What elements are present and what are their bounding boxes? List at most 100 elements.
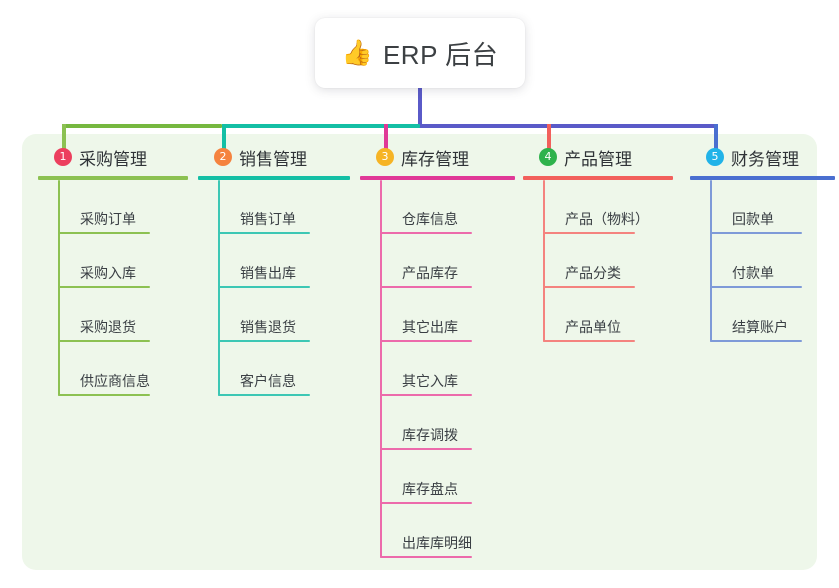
list-item-underline: [218, 286, 310, 288]
branch-item-list: 回款单付款单结算账户: [710, 180, 835, 342]
list-item-underline: [380, 340, 472, 342]
list-item-label: 出库库明细: [402, 535, 472, 551]
list-item[interactable]: 产品库存: [380, 234, 515, 288]
list-item-label: 采购退货: [80, 319, 136, 335]
thumbs-up-icon: 👍: [341, 38, 373, 67]
branch-drop-1: [62, 124, 66, 160]
branch-underline: [360, 176, 515, 180]
list-item-label: 其它出库: [402, 319, 458, 335]
list-item-label: 销售退货: [240, 319, 296, 335]
list-item[interactable]: 客户信息: [218, 342, 350, 396]
branch-number-badge: 3: [376, 148, 394, 166]
branch-title: 库存管理: [401, 149, 469, 169]
list-item-label: 销售订单: [240, 211, 296, 227]
branch-drop-3: [384, 124, 388, 160]
branch-header-5[interactable]: 5 财务管理: [690, 144, 835, 170]
list-item[interactable]: 销售出库: [218, 234, 350, 288]
root-node-card[interactable]: 👍 ERP 后台: [315, 18, 525, 88]
list-item-label: 客户信息: [240, 373, 296, 389]
list-item-underline: [218, 340, 310, 342]
page-title: ERP 后台: [382, 39, 499, 70]
list-item[interactable]: 库存调拨: [380, 396, 515, 450]
branch-item-list: 销售订单销售出库销售退货客户信息: [218, 180, 350, 396]
list-item[interactable]: 销售订单: [218, 180, 350, 234]
list-item[interactable]: 采购订单: [58, 180, 188, 234]
list-item-underline: [710, 286, 802, 288]
list-item[interactable]: 产品（物料）: [543, 180, 673, 234]
branch-column-3: 3 库存管理仓库信息产品库存其它出库其它入库库存调拨库存盘点出库库明细: [360, 144, 515, 558]
branch-column-4: 4 产品管理产品（物料） 产品分类产品单位: [523, 144, 673, 342]
bus-segment-mid: [222, 124, 420, 128]
branch-spine: [218, 180, 220, 396]
branch-underline: [690, 176, 835, 180]
list-item-label: 库存盘点: [402, 481, 458, 497]
list-item-underline: [218, 232, 310, 234]
list-item-label: 采购入库: [80, 265, 136, 281]
list-item-label: 产品单位: [565, 319, 621, 335]
branch-underline: [198, 176, 350, 180]
list-item-underline: [218, 394, 310, 396]
list-item[interactable]: 产品分类: [543, 234, 673, 288]
branch-number-badge: 5: [706, 148, 724, 166]
list-item-label: 其它入库: [402, 373, 458, 389]
branch-underline: [523, 176, 673, 180]
list-item-underline: [380, 286, 472, 288]
list-item-label: 产品库存: [402, 265, 458, 281]
branch-item-list: 仓库信息产品库存其它出库其它入库库存调拨库存盘点出库库明细: [380, 180, 515, 558]
branch-number-badge: 4: [539, 148, 557, 166]
bus-segment-left: [62, 124, 222, 128]
branch-item-list: 产品（物料） 产品分类产品单位: [543, 180, 673, 342]
list-item-underline: [710, 232, 802, 234]
list-item-underline: [380, 232, 472, 234]
list-item[interactable]: 仓库信息: [380, 180, 515, 234]
branch-spine: [380, 180, 382, 558]
list-item[interactable]: 库存盘点: [380, 450, 515, 504]
list-item-label: 产品分类: [565, 265, 621, 281]
list-item-underline: [58, 232, 150, 234]
list-item[interactable]: 产品单位: [543, 288, 673, 342]
list-item[interactable]: 结算账户: [710, 288, 835, 342]
list-item[interactable]: 其它出库: [380, 288, 515, 342]
branch-title: 产品管理: [564, 149, 632, 169]
list-item-underline: [710, 340, 802, 342]
list-item[interactable]: 其它入库: [380, 342, 515, 396]
branch-drop-5: [714, 124, 718, 160]
list-item[interactable]: 回款单: [710, 180, 835, 234]
list-item[interactable]: 供应商信息: [58, 342, 188, 396]
branch-title: 采购管理: [79, 149, 147, 169]
list-item[interactable]: 销售退货: [218, 288, 350, 342]
list-item-underline: [380, 556, 472, 558]
list-item-label: 供应商信息: [80, 373, 150, 389]
branch-drop-2: [222, 124, 226, 160]
list-item[interactable]: 出库库明细: [380, 504, 515, 558]
branch-spine: [543, 180, 545, 342]
branch-header-3[interactable]: 3 库存管理: [360, 144, 515, 170]
list-item[interactable]: 付款单: [710, 234, 835, 288]
list-item-underline: [58, 394, 150, 396]
list-item-underline: [543, 286, 635, 288]
content-panel: [22, 134, 817, 570]
list-item-label: 付款单: [732, 265, 774, 281]
list-item-underline: [543, 232, 635, 234]
branch-spine: [710, 180, 712, 342]
list-item-label: 采购订单: [80, 211, 136, 227]
branch-title: 财务管理: [731, 149, 799, 169]
list-item-label: 库存调拨: [402, 427, 458, 443]
list-item-label: 结算账户: [732, 319, 788, 335]
list-item[interactable]: 采购退货: [58, 288, 188, 342]
branch-drop-4: [547, 124, 551, 160]
branch-column-5: 5 财务管理回款单付款单结算账户: [690, 144, 835, 342]
list-item-underline: [58, 340, 150, 342]
list-item[interactable]: 采购入库: [58, 234, 188, 288]
branch-title: 销售管理: [239, 149, 307, 169]
list-item-label: 销售出库: [240, 265, 296, 281]
branch-header-4[interactable]: 4 产品管理: [523, 144, 673, 170]
list-item-underline: [380, 502, 472, 504]
root-stem: [418, 88, 422, 128]
list-item-label: 仓库信息: [402, 211, 458, 227]
